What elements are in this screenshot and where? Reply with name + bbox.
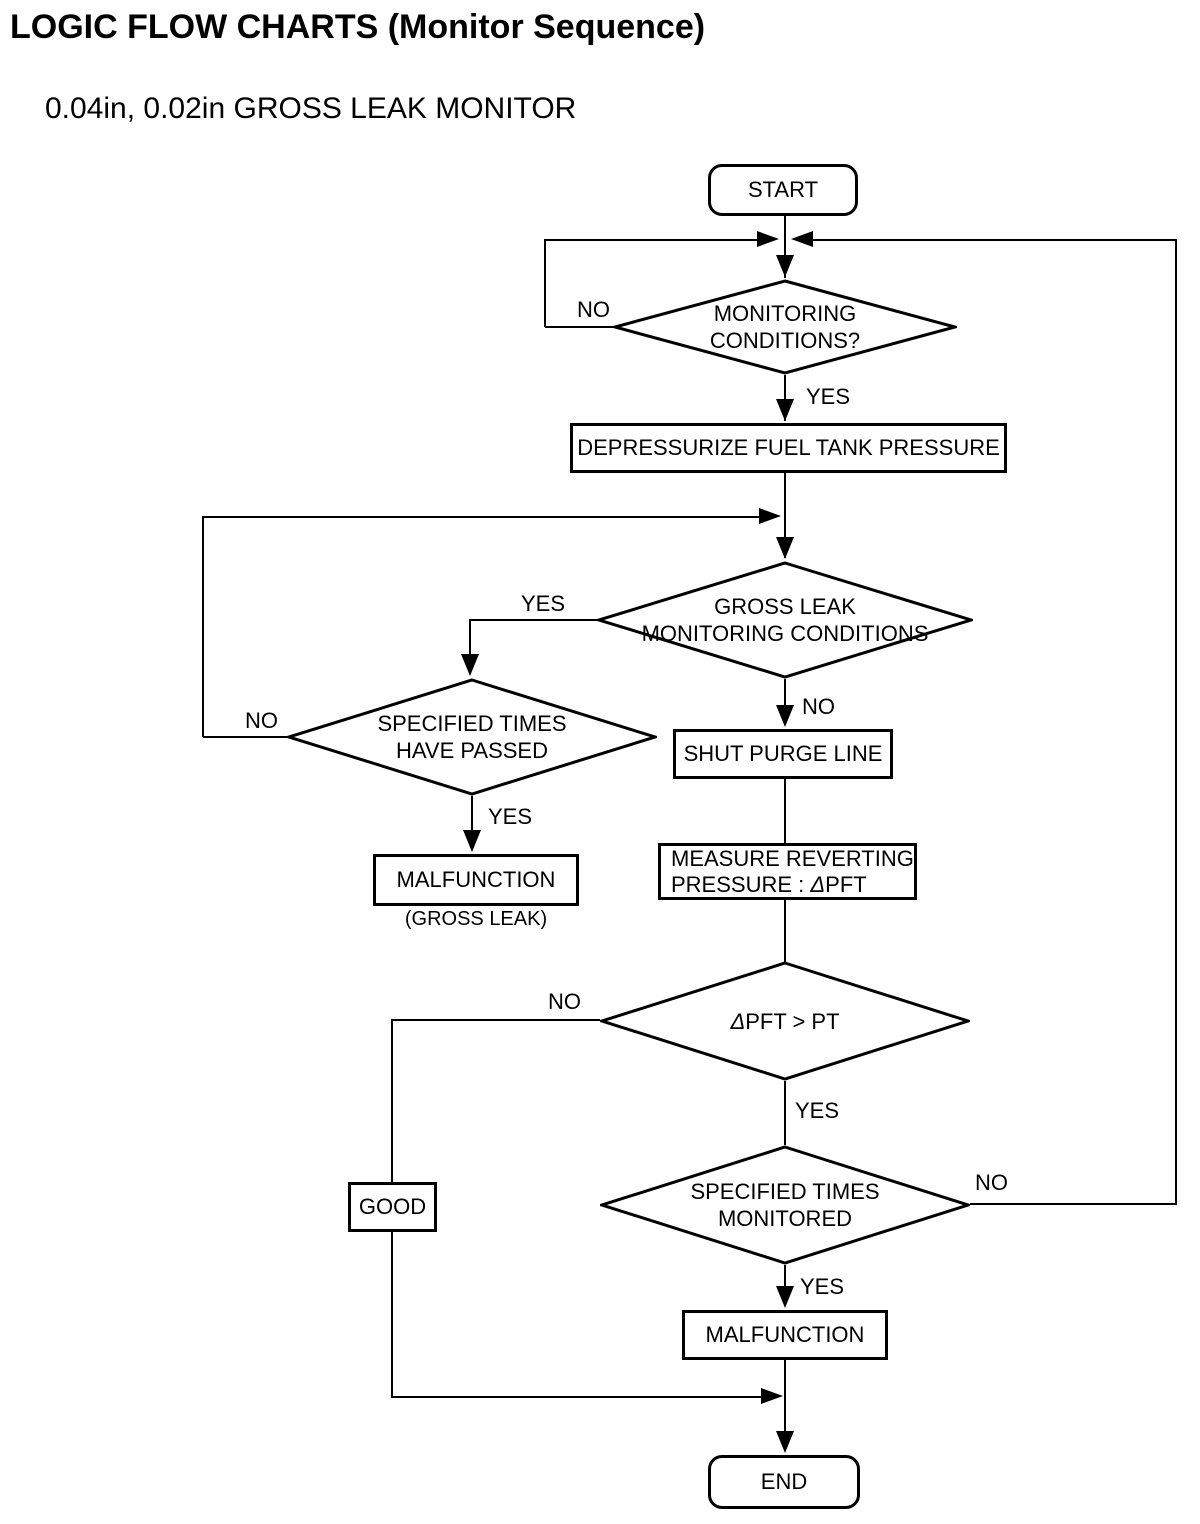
end-node: END [708,1455,860,1509]
connector-monitoring-yes [784,375,786,421]
connector-monitored-yes [784,1265,786,1288]
decision-monitored-line2: MONITORED [717,1206,853,1231]
measure-line1: MEASURE REVERTING [671,845,914,871]
connector-good-down [391,1232,393,1398]
arrowhead-left-merge-right [791,231,813,247]
label-yes-grossleak: YES [521,591,566,616]
arrowhead-down-grossleak [776,537,794,559]
label-no-passed: NO [245,708,278,733]
connector-depressurize-to-grossleak [784,473,786,558]
arrowhead-right-good-junction [761,1388,783,1404]
connector-dpft-no-horizontal [392,1019,600,1021]
malfunction-gross-label: MALFUNCTION [396,867,556,892]
connector-monitored-no-vertical [1175,239,1177,1205]
decision-monitoring-text: MONITORING CONDITIONS? [613,279,957,375]
decision-monitoring-line1: MONITORING [713,301,857,326]
decision-dpft-label: ΔPFT > PT [730,1008,839,1035]
arrowhead-down-monitoring [776,255,794,277]
decision-dpft-text: ΔPFT > PT [600,961,970,1081]
decision-monitoring-conditions: MONITORING CONDITIONS? [613,279,957,375]
measure-text: MEASURE REVERTING PRESSURE : ΔPFT [671,846,914,898]
end-label: END [760,1469,808,1494]
measure-line2-suffix: PFT [825,871,867,897]
delta-symbol: Δ [810,871,826,897]
start-label: START [747,177,819,202]
decision-monitored-line1: SPECIFIED TIMES [690,1179,880,1204]
diamond-shape [600,961,970,1081]
connector-dpft-no-vertical [391,1019,393,1182]
connector-no-loop-vertical [544,239,546,327]
page-title: LOGIC FLOW CHARTS (Monitor Sequence) [10,8,706,46]
chart-subtitle: 0.04in, 0.02in GROSS LEAK MONITOR [45,92,577,125]
diamond-shape [597,561,973,679]
decision-gross-leak-conditions: GROSS LEAK MONITORING CONDITIONS [597,561,973,679]
decision-gross-leak-text: GROSS LEAK MONITORING CONDITIONS [597,561,973,679]
malfunction-gross-note: (GROSS LEAK) [404,908,548,930]
arrowhead-down-passed [461,654,479,676]
label-no-monitoring: NO [577,297,610,322]
connector-measure-to-dpft [784,900,786,962]
connector-monitored-no-horizontal [970,1203,1177,1205]
process-depressurize: DEPRESSURIZE FUEL TANK PRESSURE [570,423,1007,473]
connector-retry-junction [203,516,759,518]
measure-line2-prefix: PRESSURE : [671,871,811,897]
measure-line2: PRESSURE : ΔPFT [671,872,914,898]
decision-gross-leak-line2: MONITORING CONDITIONS [641,621,929,646]
connector-no-loop-horizontal [545,326,613,328]
decision-passed-line1: SPECIFIED TIMES [377,711,567,736]
process-depressurize-label: DEPRESSURIZE FUEL TANK PRESSURE [577,435,1000,460]
label-yes-monitored: YES [800,1274,845,1299]
connector-shutpurge-to-measure [784,779,786,843]
delta-symbol: Δ [730,1008,746,1034]
connector-passed-no-vertical [202,516,204,737]
decision-monitoring-line2: CONDITIONS? [709,328,861,353]
shut-purge-label: SHUT PURGE LINE [683,741,883,766]
diamond-shape [613,279,957,375]
decision-passed-text: SPECIFIED TIMES HAVE PASSED [287,678,657,796]
connector-left-loop-top [544,239,757,241]
malfunction-label: MALFUNCTION [705,1322,865,1347]
arrowhead-down-end [776,1431,794,1453]
connector-good-junction [392,1396,761,1398]
connector-malfunction-to-end [784,1360,786,1431]
connector-grossleak-no [784,679,786,707]
decision-monitored-text: SPECIFIED TIMES MONITORED [600,1145,970,1265]
label-yes-dpft: YES [795,1098,840,1123]
label-no-monitored: NO [975,1170,1008,1195]
terminal-malfunction: MALFUNCTION [682,1310,888,1360]
good-label: GOOD [358,1194,427,1219]
arrowhead-right-retry-junction [759,508,781,524]
label-yes-monitoring: YES [806,384,851,409]
terminal-malfunction-gross-leak: MALFUNCTION [373,854,579,906]
label-no-grossleak: NO [802,694,835,719]
decision-passed-line2: HAVE PASSED [395,738,548,763]
connector-dpft-yes [784,1081,786,1145]
arrowhead-right-merge-left [757,231,779,247]
process-measure-reverting: MEASURE REVERTING PRESSURE : ΔPFT [658,843,917,900]
connector-start-to-monitoring [784,216,786,278]
arrowhead-down-malfunction-gross [463,830,481,852]
arrowhead-down-malfunction [776,1286,794,1308]
connector-right-loop-top [813,239,1177,241]
connector-grossleak-yes-horizontal [470,619,597,621]
connector-passed-no-horizontal [203,736,287,738]
label-no-dpft: NO [548,989,581,1014]
connector-passed-yes [471,796,473,830]
dpft-label-suffix: PFT > PT [745,1008,840,1034]
label-yes-passed: YES [488,804,533,829]
arrowhead-down-depressurize [776,399,794,421]
decision-specified-times-passed: SPECIFIED TIMES HAVE PASSED [287,678,657,796]
terminal-good: GOOD [348,1182,437,1232]
decision-gross-leak-line1: GROSS LEAK [714,594,856,619]
process-shut-purge-line: SHUT PURGE LINE [673,729,893,779]
arrowhead-down-shutpurge [776,705,794,727]
decision-specified-times-monitored: SPECIFIED TIMES MONITORED [600,1145,970,1265]
decision-dpft-gt-pt: ΔPFT > PT [600,961,970,1081]
connector-grossleak-yes-vertical [469,619,471,656]
diamond-shape [287,678,657,796]
diamond-shape [600,1145,970,1265]
start-node: START [708,164,858,216]
